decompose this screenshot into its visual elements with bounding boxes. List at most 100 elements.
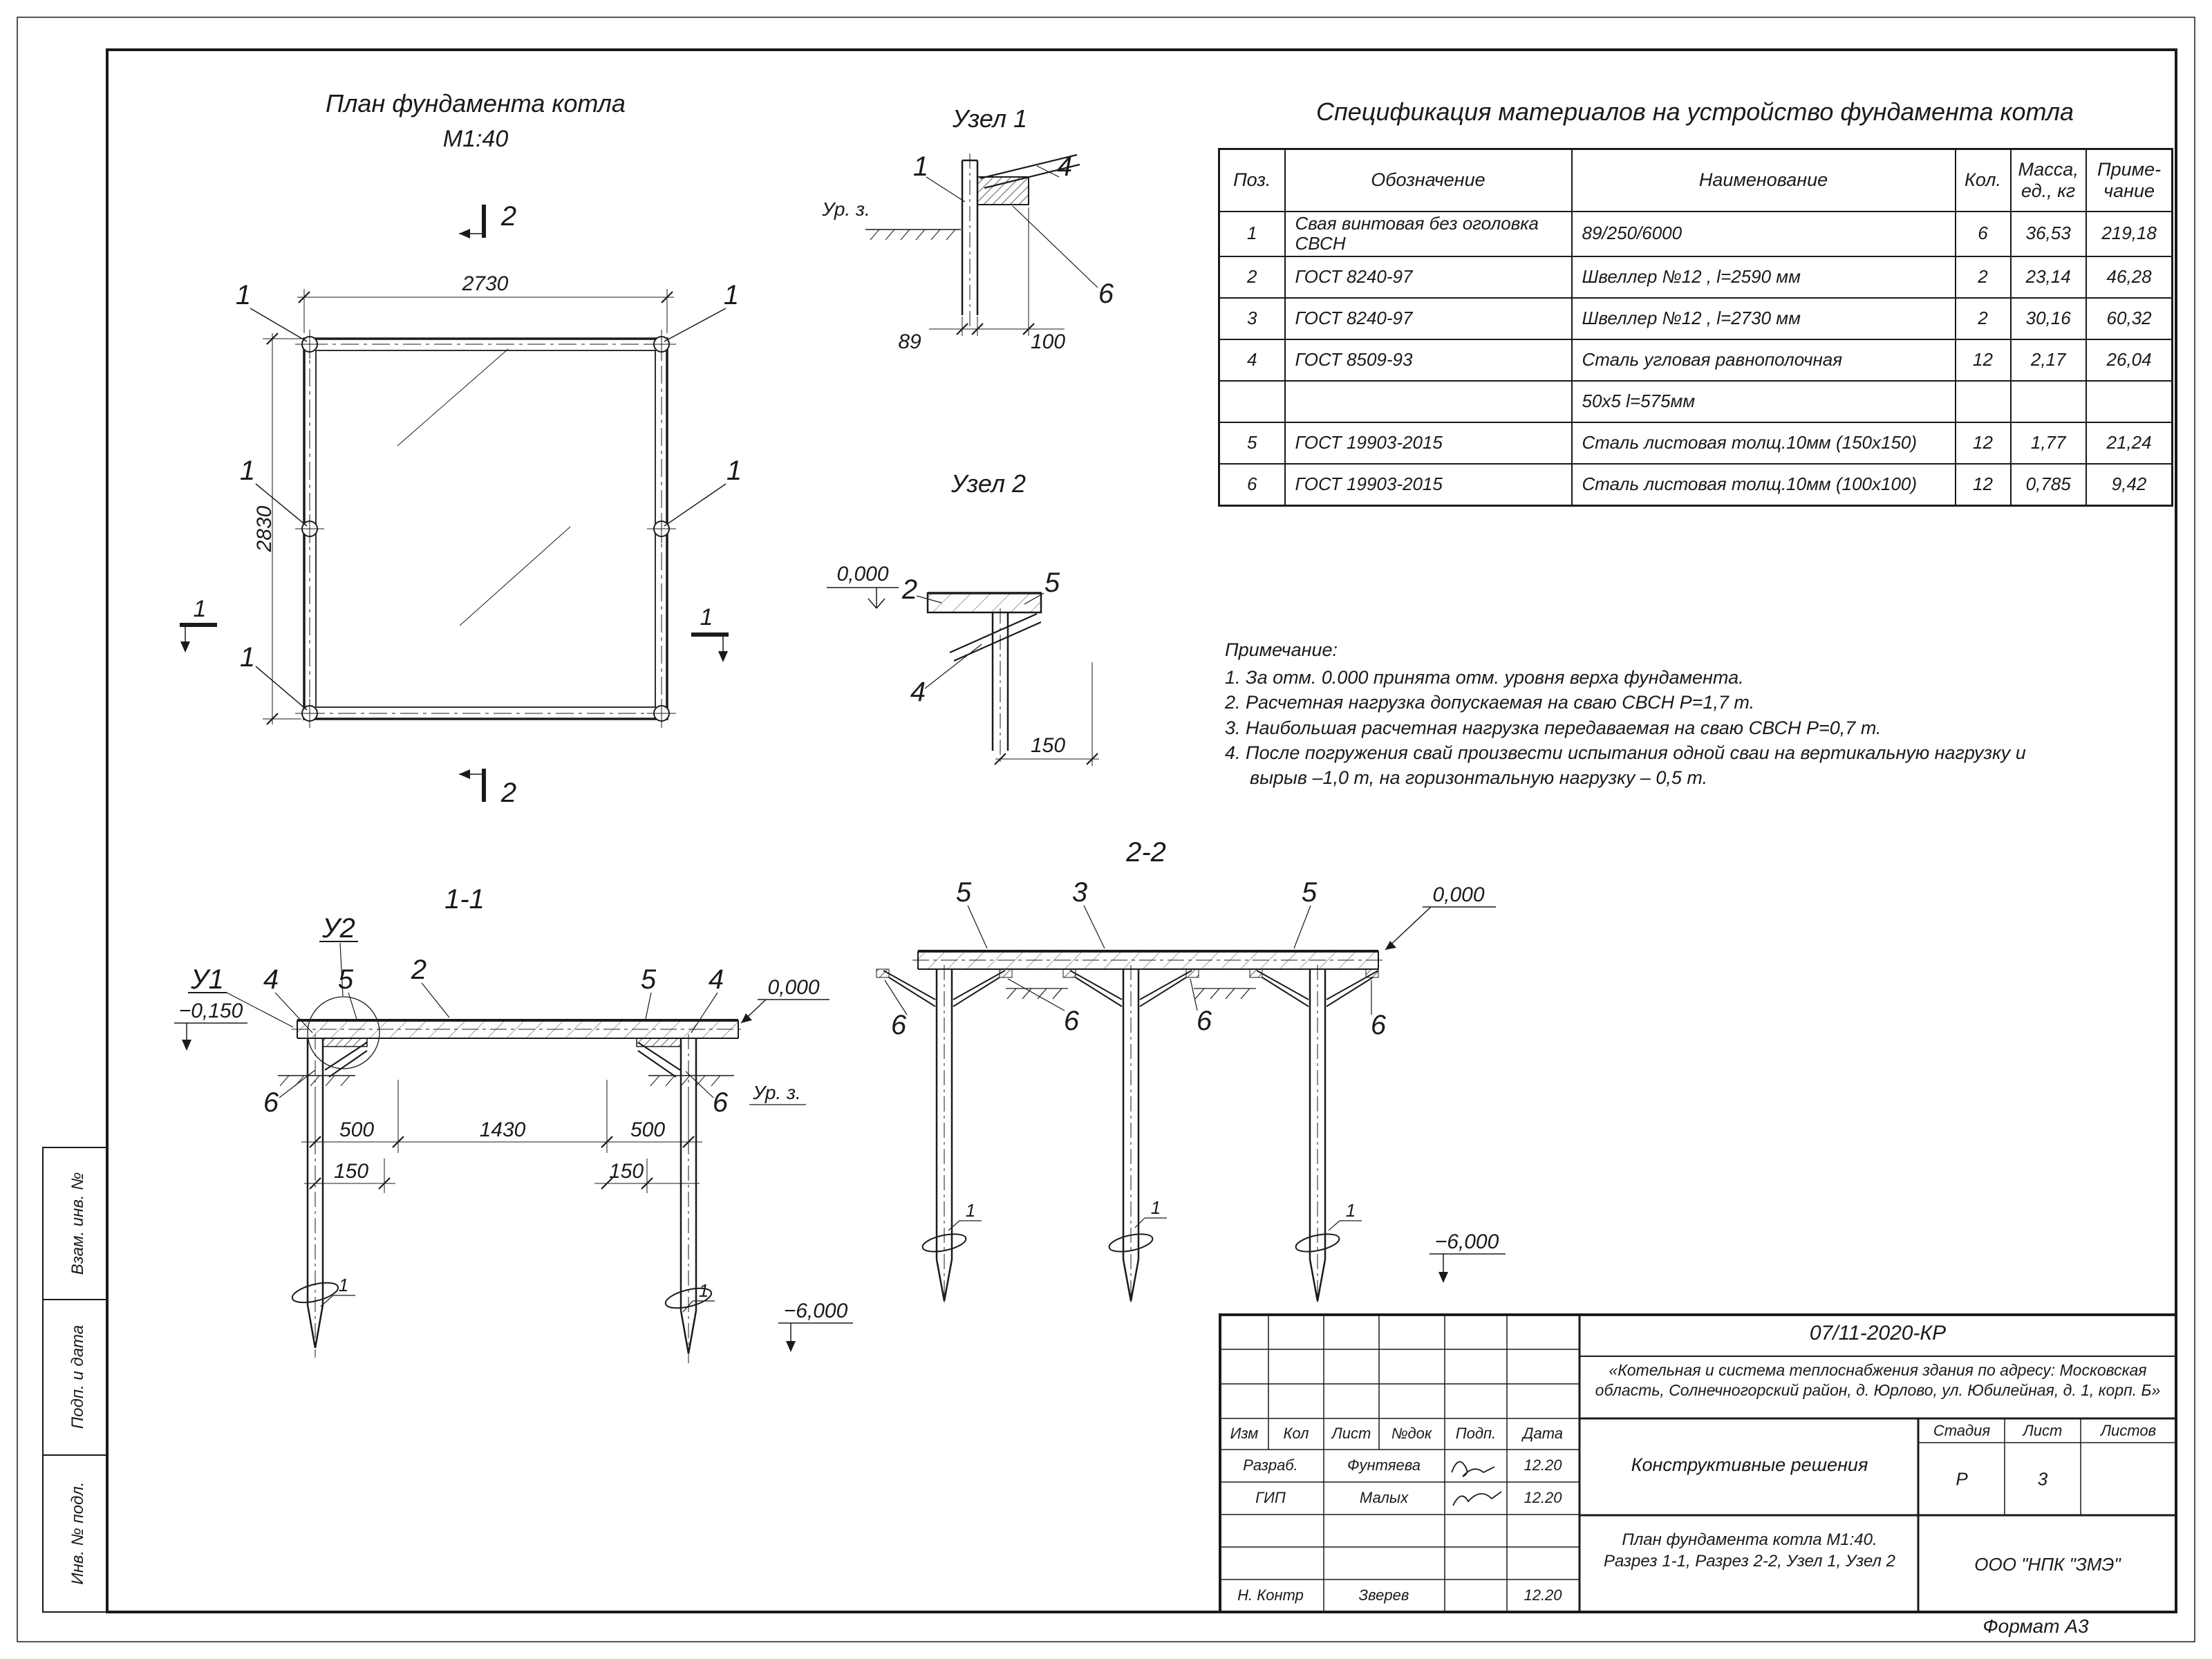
note-item: 4. После погружения свай произвести испы… — [1225, 742, 2026, 788]
callout-3: 3 — [1072, 877, 1087, 908]
doc-number: 07/11-2020-КР — [1809, 1322, 1947, 1344]
cell-qty: 12 — [1954, 463, 2012, 507]
pile-ref: 1 — [1151, 1197, 1161, 1218]
signatures — [1451, 1461, 1502, 1506]
callout-1: 1 — [913, 151, 928, 182]
section-2-2 — [876, 905, 1506, 1306]
cell-note: 60,32 — [2085, 297, 2173, 341]
spec-row: 4 ГОСТ 8509-93 Сталь угловая равнополочн… — [1218, 339, 2173, 382]
pile-mark: 1 — [240, 456, 255, 486]
titleblock-grid — [1219, 1313, 2177, 1613]
side-label-inv: Инв. № подл. — [68, 1482, 87, 1585]
cut-mark-2: 2 — [500, 201, 516, 232]
spec-row: 3 ГОСТ 8240-97 Швеллер №12 , l=2730 мм 2… — [1218, 297, 2173, 341]
callout-4: 4 — [709, 964, 724, 995]
notes-heading: Примечание: — [1225, 639, 1338, 660]
callout-6: 6 — [1197, 1006, 1212, 1036]
dim-150: 150 — [609, 1160, 644, 1183]
cell-name: Швеллер №12 , l=2590 мм — [1571, 256, 1956, 299]
cell-qty: 2 — [1954, 256, 2012, 299]
pile-ref: 1 — [1346, 1200, 1356, 1221]
callout-6: 6 — [1064, 1006, 1080, 1036]
cell-name: 89/250/6000 — [1571, 210, 1956, 258]
cell-mass: 30,16 — [2009, 297, 2087, 341]
cell-mass: 23,14 — [2009, 256, 2087, 299]
cut-mark-1: 1 — [700, 604, 713, 630]
pile-ref: 1 — [966, 1200, 975, 1221]
cell-pos: 1 — [1218, 210, 1286, 258]
cell-mass: 2,17 — [2009, 339, 2087, 382]
callout-6: 6 — [713, 1087, 729, 1118]
dim-150: 150 — [1031, 734, 1065, 757]
cell-note — [2085, 380, 2173, 424]
dim-89: 89 — [898, 330, 921, 353]
callout-6: 6 — [1098, 279, 1114, 309]
spec-col-note: Приме- чание — [2085, 148, 2173, 212]
pile-mark: 1 — [236, 280, 251, 310]
cell-designation: Свая винтовая без оголовка СВСН — [1284, 210, 1573, 258]
cell-mass: 0,785 — [2009, 463, 2087, 507]
notes-block: Примечание: 1. За отм. 0.000 принята отм… — [1225, 637, 2034, 790]
cell-name: 50х5 l=575мм — [1571, 380, 1956, 424]
date-razrab: 12.20 — [1524, 1456, 1562, 1474]
pile-mark: 1 — [727, 456, 742, 486]
cell-designation: ГОСТ 19903-2015 — [1284, 422, 1573, 465]
cell-note: 219,18 — [2085, 210, 2173, 258]
dim-500: 500 — [630, 1118, 665, 1141]
spec-row: 1 Свая винтовая без оголовка СВСН 89/250… — [1218, 210, 2173, 258]
cell-pos: 5 — [1218, 422, 1286, 465]
cell-pos: 3 — [1218, 297, 1286, 341]
dim-2830: 2830 — [253, 505, 276, 552]
cell-pos: 2 — [1218, 256, 1286, 299]
plan-view — [180, 205, 729, 802]
spec-table-wrap: Поз. Обозначение Наименование Кол. Масса… — [1218, 148, 2174, 507]
elev-minus6000: −6,000 — [784, 1300, 848, 1322]
project-name: «Котельная и система теплоснабжения здан… — [1595, 1361, 2161, 1399]
date-nkontr: 12.20 — [1524, 1586, 1562, 1604]
cell-qty: 6 — [1954, 210, 2012, 258]
stage-value: Р — [1956, 1468, 1968, 1490]
cell-pos: 4 — [1218, 339, 1286, 382]
stage-label: Стадия — [1933, 1422, 1991, 1439]
signature-gip — [1452, 1491, 1502, 1506]
section22-title: 2-2 — [1125, 837, 1166, 868]
dim-100: 100 — [1031, 330, 1065, 353]
cell-designation: ГОСТ 19903-2015 — [1284, 463, 1573, 507]
callout-u2: У2 — [321, 913, 355, 944]
callout-6: 6 — [263, 1087, 279, 1118]
cell-pos: 6 — [1218, 463, 1286, 507]
spec-row: 50х5 l=575мм — [1218, 380, 2173, 424]
callout-6: 6 — [891, 1010, 907, 1040]
cell-name: Сталь листовая толщ.10мм (150х150) — [1571, 422, 1956, 465]
name-gip: Малых — [1359, 1489, 1409, 1506]
section-name: Конструктивные решения — [1631, 1454, 1868, 1475]
cell-designation: ГОСТ 8509-93 — [1284, 339, 1573, 382]
spec-col-name: Наименование — [1571, 148, 1956, 212]
cell-qty: 2 — [1954, 297, 2012, 341]
cell-designation — [1284, 380, 1573, 424]
name-razrab: Фунтяева — [1347, 1456, 1421, 1474]
side-label-vzam: Взам. инв. № — [68, 1172, 87, 1275]
cut-mark-2: 2 — [500, 778, 516, 808]
dim-150: 150 — [334, 1160, 368, 1183]
sheets-label: Листов — [2100, 1422, 2157, 1439]
cell-name: Сталь листовая толщ.10мм (100х100) — [1571, 463, 1956, 507]
elev-minus150: −0,150 — [179, 1000, 243, 1022]
col-list: Лист — [1331, 1425, 1371, 1442]
callout-4: 4 — [263, 964, 279, 995]
name-nkontr: Зверев — [1358, 1586, 1409, 1604]
role-razrab: Разраб. — [1243, 1456, 1298, 1474]
spec-row: 6 ГОСТ 19903-2015 Сталь листовая толщ.10… — [1218, 463, 2173, 507]
cell-note: 46,28 — [2085, 256, 2173, 299]
spec-col-designation: Обозначение — [1284, 148, 1573, 212]
section11-title: 1-1 — [444, 884, 485, 915]
sheet-frame — [17, 17, 2195, 1642]
date-gip: 12.20 — [1524, 1489, 1562, 1506]
cell-mass: 1,77 — [2009, 422, 2087, 465]
plan-title: План фундамента котла — [326, 89, 626, 118]
company-name: ООО "НПК "ЗМЭ" — [1974, 1554, 2121, 1575]
signature-razrab — [1451, 1461, 1495, 1477]
pile-ref: 1 — [699, 1280, 709, 1301]
